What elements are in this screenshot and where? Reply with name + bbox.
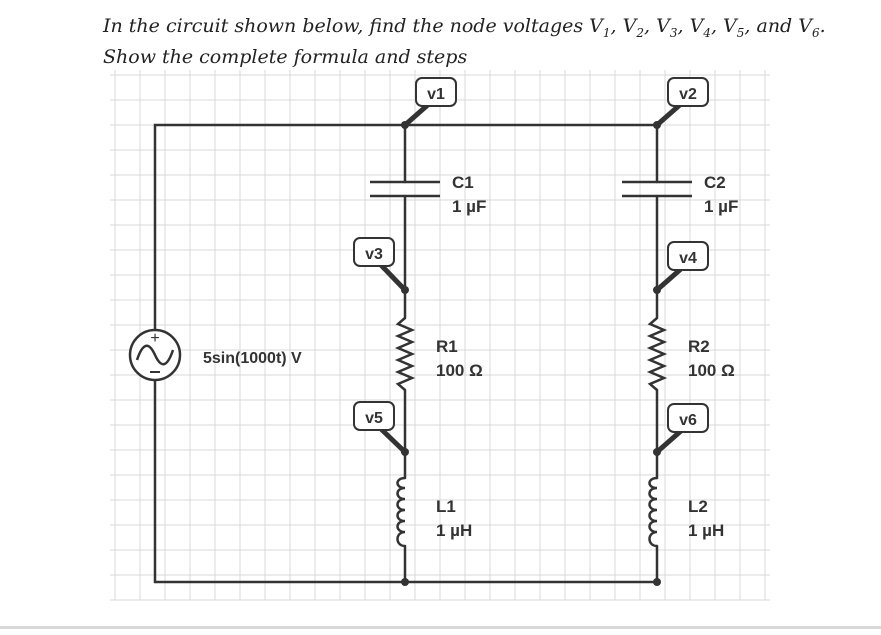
resistor-r1-symbol [394,317,416,391]
r1-name: R1 [436,337,458,356]
probe-v4-label: v4 [679,250,697,267]
c2-value: 1 µF [704,197,738,216]
question-line-1: In the circuit shown below, find the nod… [103,15,826,40]
sine-wave-icon [135,344,175,366]
resistor-r2-symbol [646,317,668,391]
probe-v5-label: v5 [365,410,383,427]
node-v2: V2 [622,15,644,40]
probe-v4: v4 [654,241,709,293]
node-v6: V6 [798,15,820,40]
probe-v1-label: v1 [427,86,445,103]
node-v5: V5 [723,15,745,40]
inductor-l2-symbol [648,476,658,548]
c1-value: 1 µF [452,197,486,216]
probe-v3: v3 [353,237,408,293]
r2-value: 100 Ω [688,361,735,380]
capacitor-c1-symbol [370,180,440,198]
junction-bottom-left [401,578,409,586]
background-grid [110,70,770,601]
l1-value: 1 µH [436,521,472,540]
probe-v6-label: v6 [679,412,697,429]
c2-name: C2 [704,173,726,192]
node-v4: V4 [689,15,711,40]
inductor-l1-symbol [396,476,406,548]
probe-v2-label: v2 [679,86,697,103]
source-label: 5sin(1000t) V [203,350,302,367]
ac-source: + [128,328,182,382]
source-plus-sign: + [150,330,159,347]
probe-v1: v1 [402,77,457,128]
question-line-2: Show the complete formula and steps [103,45,468,68]
question-text: In the circuit shown below, find the nod… [103,14,863,69]
l2-name: L2 [688,497,708,516]
l2-value: 1 µH [688,521,724,540]
probe-v6: v6 [654,403,709,455]
l1-name: L1 [436,497,456,516]
junction-bottom-right [653,578,661,586]
node-v3: V3 [656,15,678,40]
c1-name: C1 [452,173,474,192]
node-v1: V1 [589,15,611,40]
probe-v2: v2 [654,77,709,128]
r2-name: R2 [688,337,710,356]
probe-v5: v5 [353,401,408,455]
bottom-divider [0,626,881,629]
capacitor-c2-symbol [622,180,692,198]
probe-v3-label: v3 [365,246,383,263]
r1-value: 100 Ω [436,361,483,380]
